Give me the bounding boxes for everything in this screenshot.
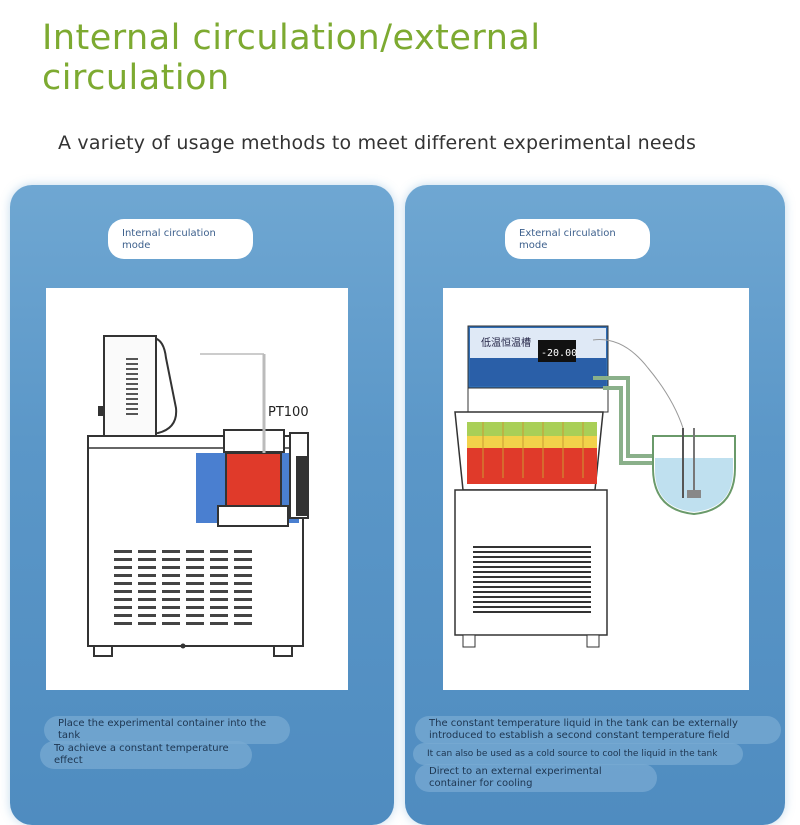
liquid-band-yellow: [467, 436, 597, 448]
external-circulation-illustration: 低温恒温槽 -20.00: [443, 288, 749, 690]
vent-grille-top: [126, 358, 138, 415]
internal-note-1: Place the experimental container into th…: [44, 716, 290, 744]
external-note-1: The constant temperature liquid in the t…: [415, 716, 781, 744]
page-title: Internal circulation/external circulatio…: [42, 18, 541, 98]
external-mode-label: External circulation mode: [505, 219, 650, 259]
internal-note-2: To achieve a constant temperature effect: [40, 741, 252, 769]
vent-grille-lower: [114, 550, 252, 625]
temperature-display: -20.00: [541, 348, 577, 359]
vent-grille-right: [473, 546, 591, 613]
liquid-band-green: [467, 422, 597, 436]
pt100-label: PT100: [268, 405, 309, 420]
device-name-label: 低温恒温槽: [481, 336, 531, 349]
internal-circulation-illustration: PT100: [46, 288, 348, 690]
internal-circulation-panel: Internal circulation mode: [10, 185, 394, 825]
external-circulation-panel: External circulation mode 低温恒温槽 -20.00: [405, 185, 785, 825]
external-note-2: It can also be used as a cold source to …: [413, 743, 743, 765]
internal-mode-label: Internal circulation mode: [108, 219, 253, 259]
external-note-3: Direct to an external experimental conta…: [415, 764, 657, 792]
hot-liquid-container: [225, 452, 282, 509]
page-subtitle: A variety of usage methods to meet diffe…: [58, 132, 697, 154]
hot-liquid-tank: [467, 448, 597, 484]
